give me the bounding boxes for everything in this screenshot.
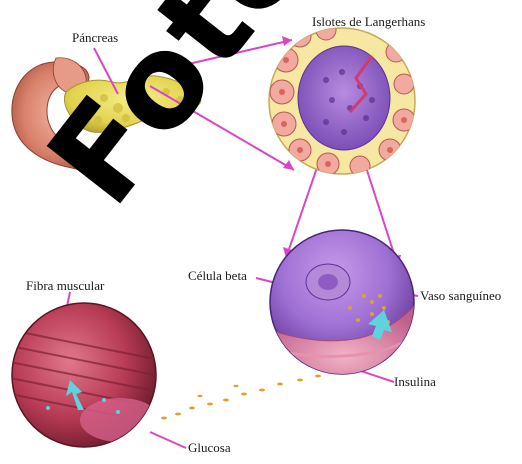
islets-label: Islotes de Langerhans (312, 14, 425, 30)
insulin-dots-trail (161, 375, 321, 420)
beta-cell-label: Célula beta (188, 268, 247, 284)
insulin-label: Insulina (394, 374, 436, 390)
beta-cell-illustration (270, 230, 420, 380)
blood-vessel-label: Vaso sanguíneo (420, 288, 501, 304)
muscle-fiber-illustration (10, 303, 160, 447)
glucose-label: Glucosa (188, 440, 231, 456)
islet-illustration (269, 20, 415, 176)
muscle-fiber-label: Fibra muscular (26, 278, 104, 294)
